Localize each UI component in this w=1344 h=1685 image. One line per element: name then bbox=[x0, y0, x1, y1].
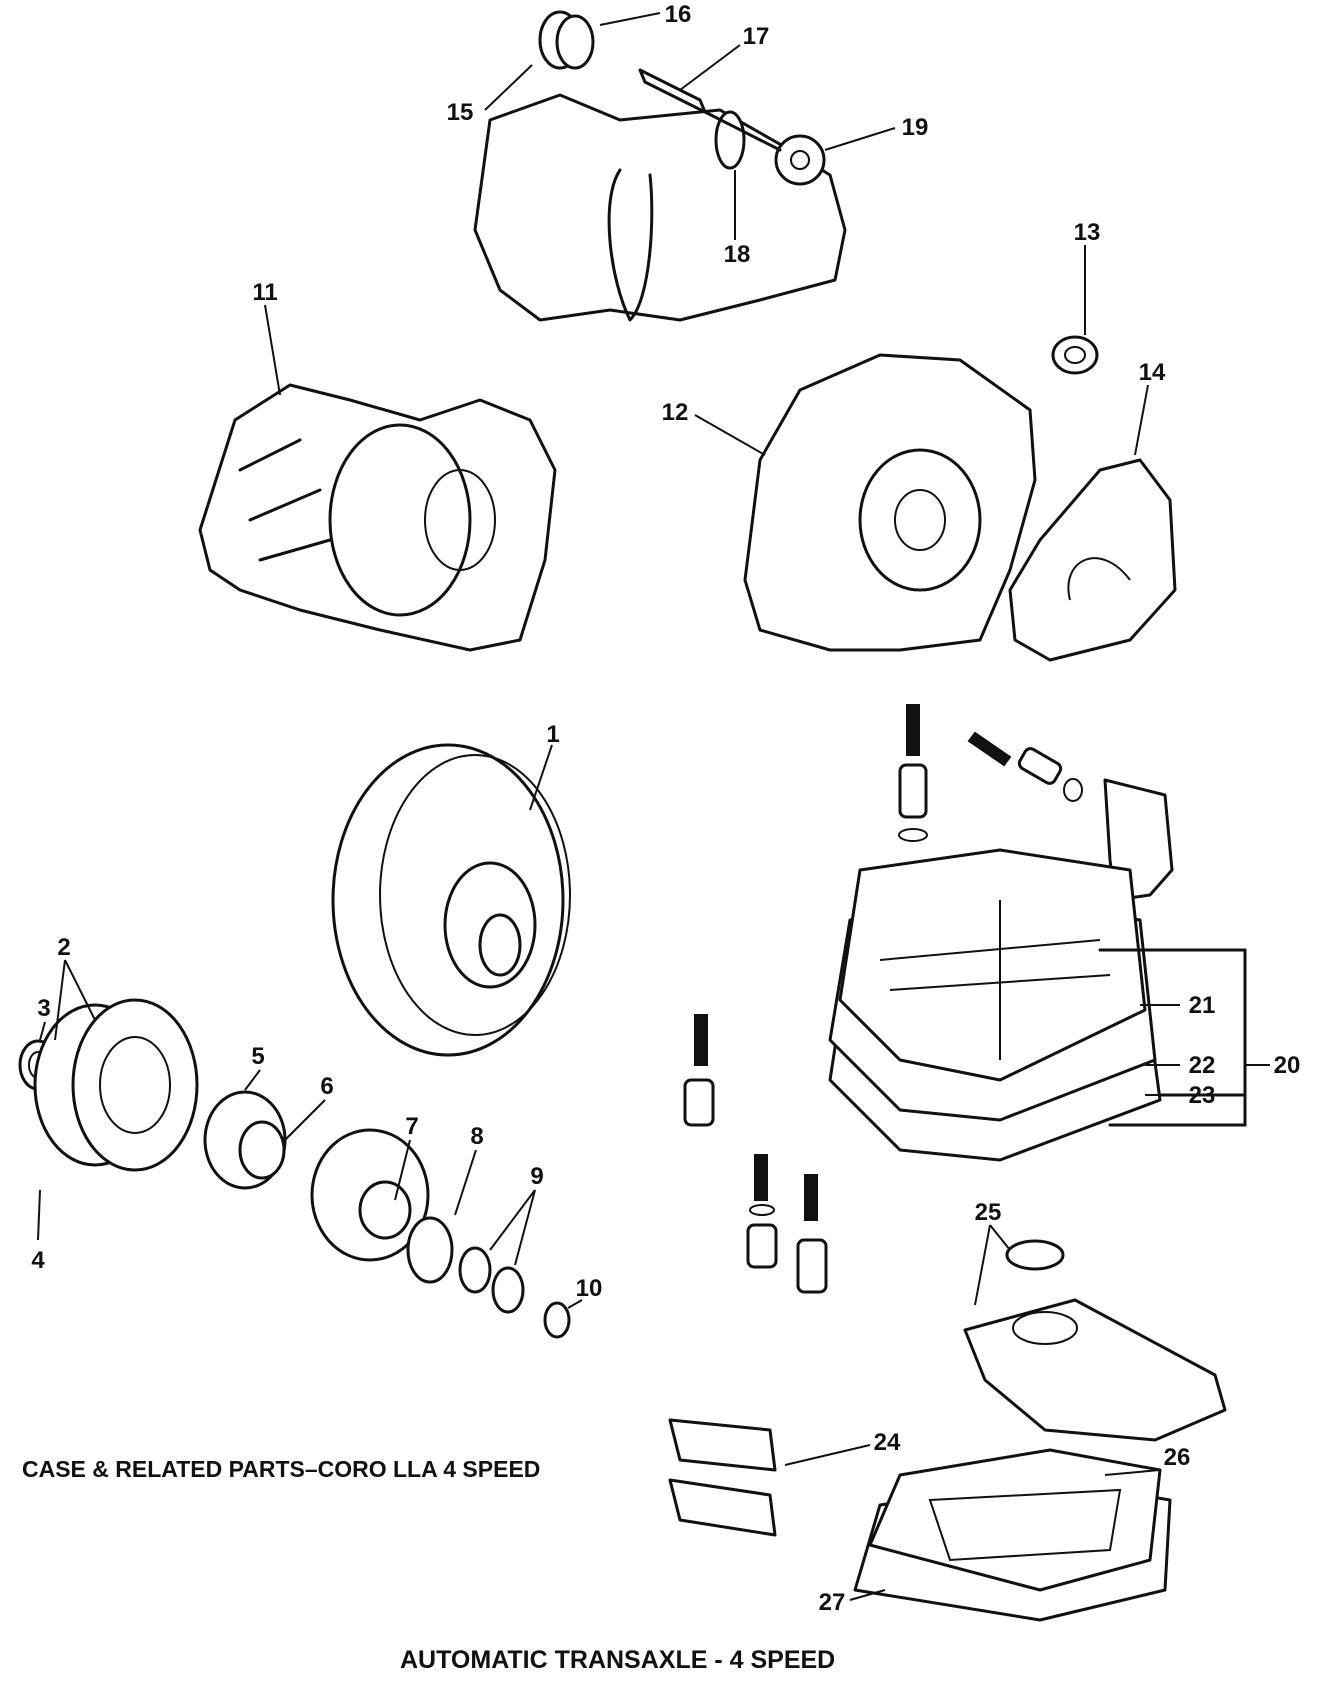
transaxle-case-part-11 bbox=[198, 383, 557, 652]
pan-inner bbox=[928, 1488, 1122, 1562]
case-ribs bbox=[238, 438, 332, 562]
valve-e bbox=[796, 1238, 828, 1294]
callout-numbers: 1 2 3 4 5 6 7 8 9 10 11 12 13 14 15 16 1… bbox=[31, 1, 1300, 1616]
spring-c bbox=[694, 1014, 708, 1066]
seal-ring-part-9b bbox=[491, 1266, 525, 1314]
pump-body-bore bbox=[99, 1036, 171, 1134]
gear-part-18 bbox=[714, 110, 746, 170]
callout-24: 24 bbox=[874, 1429, 901, 1456]
callout-16: 16 bbox=[665, 1, 692, 28]
valve-body-channels bbox=[879, 900, 1111, 1060]
spring-d bbox=[754, 1154, 768, 1201]
callout-5: 5 bbox=[251, 1043, 264, 1070]
pump-body-part-2 bbox=[71, 998, 199, 1172]
converter-hub bbox=[478, 913, 522, 977]
callout-8: 8 bbox=[470, 1123, 483, 1150]
case-inner-bore bbox=[424, 469, 496, 571]
spring-a bbox=[906, 704, 920, 756]
callout-12: 12 bbox=[662, 399, 689, 426]
transaxle-housing-outline bbox=[473, 93, 847, 322]
case-bore bbox=[328, 423, 472, 617]
o-ring-part-10 bbox=[543, 1301, 571, 1339]
callout-20: 20 bbox=[1274, 1052, 1301, 1079]
oil-pump-assembly bbox=[18, 998, 571, 1339]
gasket-part-24-upper bbox=[668, 1418, 777, 1472]
o-ring-b bbox=[1063, 778, 1083, 802]
callout-3: 3 bbox=[37, 995, 50, 1022]
o-ring-a bbox=[898, 828, 928, 842]
callout-21: 21 bbox=[1189, 992, 1216, 1019]
spring-b bbox=[967, 731, 1012, 767]
housing-opening bbox=[607, 168, 654, 322]
o-ring-d bbox=[749, 1204, 775, 1216]
converter-rim bbox=[379, 754, 571, 1036]
callout-4: 4 bbox=[31, 1247, 45, 1274]
housing-bore bbox=[858, 448, 982, 592]
diagram-title: AUTOMATIC TRANSAXLE - 4 SPEED bbox=[400, 1646, 835, 1674]
cover-detail bbox=[1067, 557, 1131, 601]
valves-and-springs bbox=[683, 704, 1083, 1294]
callout-17: 17 bbox=[743, 23, 770, 50]
valve-body-part-20 bbox=[828, 778, 1247, 1162]
callout-22: 22 bbox=[1189, 1052, 1216, 1079]
housing-part-12 bbox=[743, 335, 1177, 662]
callout-15: 15 bbox=[447, 99, 474, 126]
valve-d bbox=[746, 1223, 778, 1269]
valve-a bbox=[898, 763, 928, 819]
seal-ring-part-9a bbox=[458, 1246, 492, 1294]
speedometer-drive-assembly bbox=[473, 10, 847, 322]
housing-inner-bore bbox=[894, 489, 946, 551]
thrust-washer-part-8 bbox=[406, 1216, 454, 1284]
oil-pan-group bbox=[668, 1239, 1227, 1622]
spring-e bbox=[804, 1174, 818, 1221]
callout-25: 25 bbox=[975, 1199, 1002, 1226]
callout-18: 18 bbox=[724, 241, 751, 268]
callout-19: 19 bbox=[902, 114, 929, 141]
driven-gear-shaft-part-17 bbox=[638, 68, 707, 114]
sleeve-part-16 bbox=[555, 14, 595, 70]
callout-1: 1 bbox=[546, 721, 559, 748]
callout-7: 7 bbox=[405, 1113, 418, 1140]
oil-seal-part-13-inner bbox=[1064, 346, 1086, 364]
callout-9: 9 bbox=[530, 1163, 543, 1190]
gasket-part-24-lower bbox=[668, 1478, 777, 1537]
callout-13: 13 bbox=[1074, 219, 1101, 246]
callout-11: 11 bbox=[252, 279, 277, 306]
callout-10: 10 bbox=[576, 1275, 603, 1302]
valve-c bbox=[683, 1078, 715, 1127]
callout-6: 6 bbox=[320, 1073, 333, 1100]
callout-2: 2 bbox=[57, 934, 70, 961]
drive-shaft-line bbox=[703, 110, 782, 152]
valve-b bbox=[1017, 747, 1063, 785]
callout-27: 27 bbox=[819, 1589, 846, 1616]
callout-23: 23 bbox=[1189, 1082, 1216, 1109]
leader-lines bbox=[37, 12, 1270, 1601]
torque-converter-part-1 bbox=[331, 743, 571, 1057]
caption-case-related-parts: CASE & RELATED PARTS–CORO LLA 4 SPEED bbox=[22, 1456, 540, 1482]
stator-shaft-hub bbox=[358, 1180, 412, 1240]
o-ring-part-25 bbox=[1005, 1239, 1065, 1271]
drive-gear-hub bbox=[790, 150, 810, 170]
oil-strainer bbox=[963, 1298, 1227, 1442]
upper-valve-body-part-21 bbox=[838, 848, 1147, 1082]
oil-seal-part-13 bbox=[1051, 335, 1099, 375]
callout-14: 14 bbox=[1139, 359, 1166, 386]
drive-gear-part-19 bbox=[774, 134, 826, 186]
cover-part-14 bbox=[1008, 458, 1177, 662]
strainer-inlet bbox=[1012, 1311, 1078, 1345]
drive-gear-part-6 bbox=[238, 1120, 286, 1180]
callout-26: 26 bbox=[1164, 1444, 1191, 1471]
